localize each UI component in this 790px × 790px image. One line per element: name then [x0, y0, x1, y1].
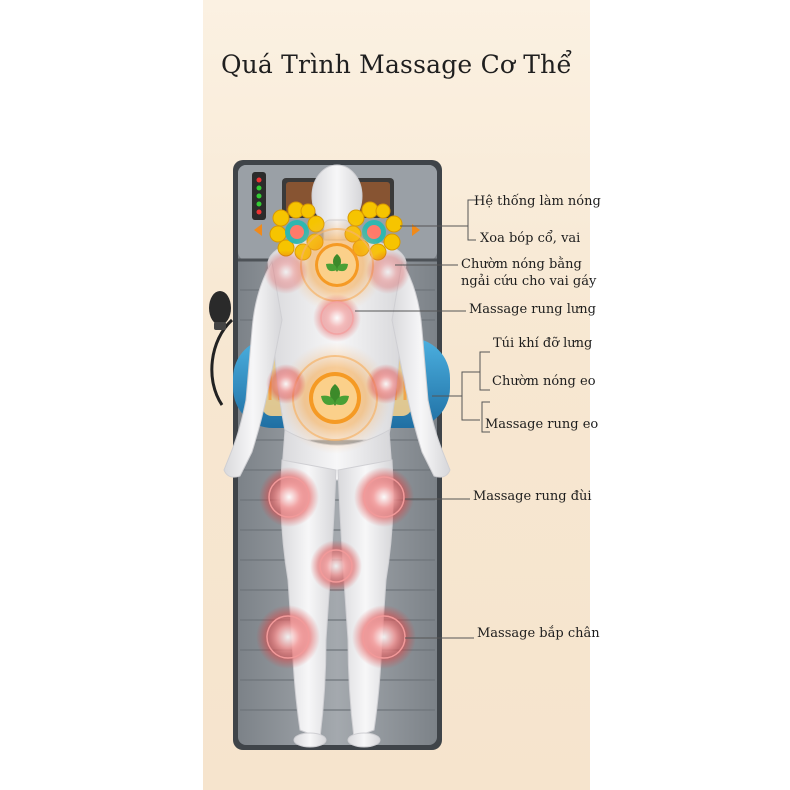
label-calf-massage: Massage bắp chân: [477, 626, 600, 641]
label-back-airbag: Túi khí đỡ lưng: [493, 336, 593, 351]
remote-control-icon: [252, 172, 266, 220]
calf-massage-zone: [256, 605, 416, 669]
leaf-icon: [326, 254, 348, 272]
page-title: Quá Trình Massage Cơ Thể: [220, 50, 573, 79]
label-thigh-vibration: Massage rung đùi: [473, 489, 592, 504]
label-waist-heat: Chườm nóng eo: [492, 374, 596, 389]
leaf-icon: [321, 384, 349, 406]
back-vibration-zone: [313, 294, 361, 342]
label-back-vibration: Massage rung lưng: [469, 302, 596, 317]
label-mugwort-heat-line2: ngải cứu cho vai gáy: [461, 274, 597, 289]
leader-lines: [355, 199, 490, 639]
thigh-vibration-zone: [259, 467, 414, 527]
label-neck-shoulder-kneading: Xoa bóp cổ, vai: [480, 231, 581, 246]
label-heating-system: Hệ thống làm nóng: [474, 194, 601, 209]
label-mugwort-heat-line1: Chườm nóng bằng: [461, 257, 582, 272]
label-waist-vibration: Massage rung eo: [485, 417, 599, 432]
air-pump-icon: [209, 291, 234, 406]
